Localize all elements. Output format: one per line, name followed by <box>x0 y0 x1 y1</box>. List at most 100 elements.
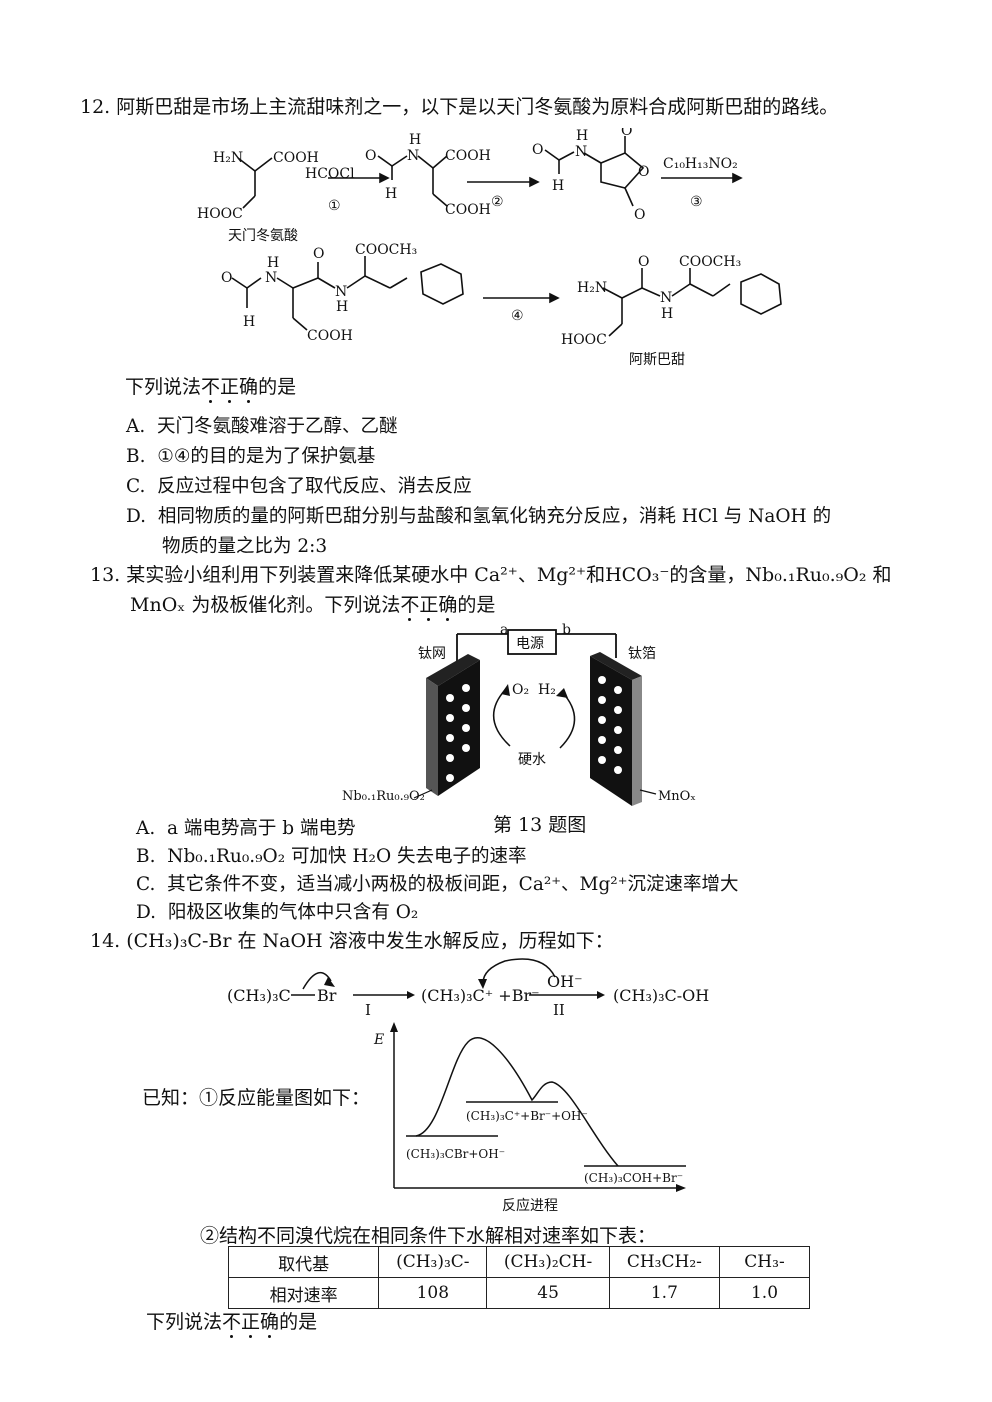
q13-option-d[interactable]: D. 阳极区收集的气体中只含有 O₂ <box>136 899 418 927</box>
table-cell: (CH₃)₃C- <box>378 1246 488 1278</box>
mech-product: (CH₃)₃C-OH <box>613 986 709 1005</box>
emphasis-char: 确 <box>239 376 259 398</box>
step4-label: ④ <box>511 308 524 324</box>
q13-stem-line2: MnOₓ 为极板催化剂。下列说法不正确的是 <box>130 591 495 619</box>
right-catalyst-label: MnOₓ <box>658 789 696 804</box>
option-text: 天门冬氨酸难溶于乙醇、乙醚 <box>157 416 398 437</box>
table-row: 相对速率 108 45 1.7 1.0 <box>227 1277 810 1309</box>
table-cell: 1.7 <box>608 1277 721 1309</box>
label-o-8: O <box>638 254 649 270</box>
product-name: 阿斯巴甜 <box>629 352 685 368</box>
q14-stem-text: (CH₃)₃C-Br 在 NaOH 溶液中发生水解反应，历程如下： <box>126 930 614 952</box>
label-hooc-2: HOOC <box>561 332 607 348</box>
q12-option-b[interactable]: B. ①④的目的是为了保护氨基 <box>126 443 375 471</box>
q13-number: 13. <box>90 564 121 586</box>
label-cooh-4: COOH <box>307 328 353 344</box>
label-h2n-1: H₂N <box>213 150 243 166</box>
q13-stem2-post: 的是 <box>457 594 496 616</box>
label-cooch3-2: COOCH₃ <box>679 254 741 270</box>
step3-label: ③ <box>690 194 703 210</box>
energy-profile-chart: E (CH₃)₃C⁺+Br⁻+OH⁻ (CH₃)₃CBr+OH⁻ (CH₃)₃C… <box>373 1022 686 1214</box>
label-h-5: H <box>243 314 255 330</box>
label-h-1: H <box>385 186 397 202</box>
option-text: 阳极区收集的气体中只含有 O₂ <box>167 902 419 923</box>
mech-oh: OH⁻ <box>547 972 583 991</box>
option-text-continued: 物质的量之比为 2:3 <box>162 536 328 557</box>
q12-prompt: 下列说法不正确的是 <box>125 373 296 401</box>
label-cooch3-1: COOCH₃ <box>355 242 417 258</box>
label-o-4: O <box>638 164 649 180</box>
energy-start-level: (CH₃)₃CBr+OH⁻ <box>406 1147 505 1161</box>
q14-prompt-post: 的是 <box>279 1311 318 1333</box>
option-key: A. <box>136 818 156 839</box>
q14-prompt-emphasis: 不正确 <box>222 1311 279 1333</box>
label-n-4: N <box>335 284 347 300</box>
start-material-name: 天门冬氨酸 <box>228 228 298 244</box>
reagent-hcocl: HCOCl <box>305 166 355 182</box>
table-cell: (CH₃)₂CH- <box>486 1246 610 1278</box>
mech-reactant: (CH₃)₃C <box>227 986 291 1005</box>
emphasis-char: 正 <box>419 594 439 616</box>
q12-number: 12. <box>80 96 111 118</box>
q13-option-a[interactable]: A. a 端电势高于 b 端电势 <box>136 815 356 843</box>
label-h-6: H <box>267 255 279 271</box>
emphasis-char: 不 <box>201 376 221 398</box>
q13-option-c[interactable]: C. 其它条件不变，适当减小两极的极板间距，Ca²⁺、Mg²⁺沉淀速率增大 <box>136 871 739 899</box>
q14-stem: 14. (CH₃)₃C-Br 在 NaOH 溶液中发生水解反应，历程如下： <box>90 927 614 955</box>
mech-step2: II <box>553 1001 565 1017</box>
label-h-3: H <box>552 178 564 194</box>
label-n-1: N <box>407 148 419 164</box>
label-n-2: N <box>575 144 587 160</box>
q14-number: 14. <box>90 930 121 952</box>
electrolysis-apparatus-figure: a b 电源 钛网 钛箔 O₂ H₂ 硬水 Nb₀.₁Ru₀.₉O₂ MnOₓ <box>342 622 696 806</box>
label-h-4: H <box>576 128 588 144</box>
label-o-5: O <box>634 207 645 223</box>
q14-prompt: 下列说法不正确的是 <box>146 1308 317 1336</box>
q12-stem: 12. 阿斯巴甜是市场上主流甜味剂之一，以下是以天门冬氨酸为原料合成阿斯巴甜的路… <box>80 93 838 121</box>
q13-prompt-emphasis: 不正确 <box>400 594 457 616</box>
option-key: B. <box>126 446 146 467</box>
label-hooc-1: HOOC <box>197 206 243 222</box>
table-header-cell: 取代基 <box>227 1246 380 1278</box>
q13-option-b[interactable]: B. Nb₀.₁Ru₀.₉O₂ 可加快 H₂O 失去电子的速率 <box>136 843 527 871</box>
table-header-cell: 相对速率 <box>227 1277 380 1309</box>
emphasis-char: 确 <box>438 594 458 616</box>
label-o-1: O <box>365 148 376 164</box>
label-n-5: N <box>660 290 672 306</box>
label-o-6: O <box>221 270 232 286</box>
label-h-2: H <box>409 132 421 148</box>
table-cell: CH₃- <box>719 1246 810 1278</box>
h2-label: H₂ <box>538 682 556 698</box>
label-h-7: H <box>336 299 348 315</box>
q12-option-a[interactable]: A. 天门冬氨酸难溶于乙醇、乙醚 <box>126 413 398 441</box>
emphasis-char: 不 <box>222 1311 242 1333</box>
q13-stem2-pre: MnOₓ 为极板催化剂。下列说法 <box>130 594 401 616</box>
q13-stem: 13. 某实验小组利用下列装置来降低某硬水中 Ca²⁺、Mg²⁺和HCO₃⁻的含… <box>90 561 892 589</box>
option-text: 反应过程中包含了取代反应、消去反应 <box>157 476 472 497</box>
option-key: C. <box>136 874 156 895</box>
left-catalyst-label: Nb₀.₁Ru₀.₉O₂ <box>342 789 425 804</box>
q12-option-c[interactable]: C. 反应过程中包含了取代反应、消去反应 <box>126 473 472 501</box>
aspartame-synthesis-scheme: H₂N COOH HOOC 天门冬氨酸 HCOCl ① O H N H COOH… <box>197 128 782 368</box>
known-1-text: 已知：①反应能量图如下： <box>142 1087 371 1109</box>
q12-stem-text: 阿斯巴甜是市场上主流甜味剂之一，以下是以天门冬氨酸为原料合成阿斯巴甜的路线。 <box>116 96 839 118</box>
option-text: Nb₀.₁Ru₀.₉O₂ 可加快 H₂O 失去电子的速率 <box>167 846 527 867</box>
option-key: D. <box>126 506 147 527</box>
step1-label: ① <box>328 198 341 214</box>
terminal-b: b <box>562 622 571 638</box>
energy-end-level: (CH₃)₃COH+Br⁻ <box>584 1171 683 1185</box>
label-h-8: H <box>661 306 673 322</box>
table-cell: 108 <box>378 1277 488 1309</box>
option-key: B. <box>136 846 156 867</box>
label-o-3: O <box>621 128 632 139</box>
energy-axis-label: E <box>373 1032 384 1048</box>
option-key: D. <box>136 902 157 923</box>
label-cooh-3: COOH <box>445 202 491 218</box>
titanium-foil-label: 钛箔 <box>628 646 656 662</box>
label-cooh-1: COOH <box>273 150 319 166</box>
q12-option-d[interactable]: D. 相同物质的量的阿斯巴甜分别与盐酸和氢氧化钠充分反应，消耗 HCl 与 Na… <box>126 503 831 531</box>
q12-prompt-post: 的是 <box>258 376 297 398</box>
mech-step1: I <box>365 1001 371 1017</box>
power-supply-label: 电源 <box>516 636 544 652</box>
q12-prompt-pre: 下列说法 <box>125 376 202 398</box>
